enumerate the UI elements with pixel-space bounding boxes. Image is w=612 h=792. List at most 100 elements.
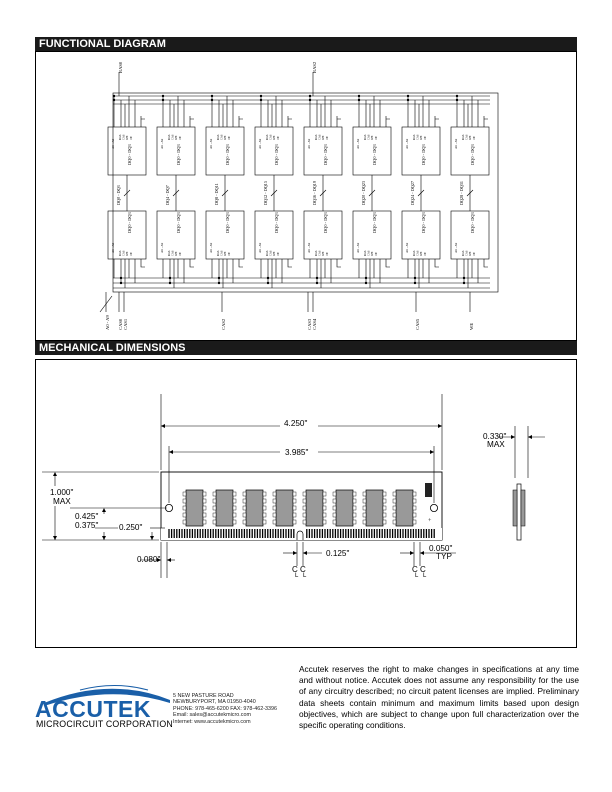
chip-lead: [292, 512, 297, 518]
chip-control-label: RAS: [168, 134, 171, 140]
chip-control-label: WE: [420, 251, 423, 256]
chip-lead: [262, 498, 267, 504]
centerline-3: C: [412, 565, 418, 574]
chip-lead: [352, 519, 357, 525]
chip-lead: [322, 519, 327, 525]
chip-dq-label: DQ0 - DQ3: [323, 143, 328, 165]
address-slash: [99, 295, 113, 313]
chip-lead: [412, 519, 417, 525]
chip-dq-label: DQ0 - DQ3: [274, 211, 279, 233]
chip-lead: [302, 491, 307, 497]
centerline-4-sub: L: [423, 573, 427, 579]
ground-symbol: [140, 259, 145, 268]
chip-lead: [212, 491, 217, 497]
address-line: 5 NEW PASTURE ROAD: [173, 693, 234, 699]
chip-control-label: WE: [224, 251, 227, 256]
ground-symbol: [238, 116, 243, 127]
centerline-2-sub: L: [303, 573, 307, 579]
chip-lead: [242, 512, 247, 518]
chip-control-label: OE: [424, 252, 427, 256]
junction-dot: [315, 276, 319, 280]
bottom-signal-label: CAS1: [123, 318, 128, 330]
data-bus-label: DQ0 - DQ3: [116, 185, 121, 205]
chip-lead: [242, 498, 247, 504]
chip-lead: [212, 519, 217, 525]
dimension-arrow: [53, 536, 57, 540]
chip-control-label: RAS: [364, 250, 367, 256]
chip-lead: [322, 505, 327, 511]
chip-lead: [242, 519, 247, 525]
chip-lead: [212, 498, 217, 504]
dimension-arrow: [420, 551, 424, 555]
dim-0250: 0.250": [119, 523, 142, 532]
disclaimer: Accutek reserves the right to make chang…: [299, 664, 579, 731]
chip-lead: [332, 519, 337, 525]
chip-lead: [202, 519, 207, 525]
chip-lead: [332, 491, 337, 497]
dim-0425: 0.425": [75, 512, 98, 521]
chip-control-label: OE: [375, 136, 378, 140]
chip-lead: [202, 512, 207, 518]
email-line: Email: sales@accutekmicro.com: [173, 712, 251, 719]
chip-lead: [362, 519, 367, 525]
chip-control-label: CAS: [417, 250, 420, 256]
chip-control-label: RAS: [413, 250, 416, 256]
dimension-arrow: [511, 435, 515, 439]
chip-lead: [302, 512, 307, 518]
junction-dot: [168, 281, 172, 285]
bus-slash: [172, 189, 180, 197]
dim-0125: 0.125": [326, 549, 349, 558]
chip-control-label: WE: [371, 135, 374, 140]
chip-lead: [202, 498, 207, 504]
small-component: [425, 483, 432, 497]
ground-symbol: [336, 116, 341, 127]
chip-dq-label: DQ0 - DQ3: [274, 143, 279, 165]
dim-0080: 0.080": [137, 555, 160, 564]
chip-control-label: CAS: [172, 134, 175, 140]
mounting-hole: [429, 503, 438, 512]
functional-diagram-box: [35, 51, 577, 341]
top-signal-label: RAS2: [312, 61, 317, 73]
chip-lead: [322, 491, 327, 497]
centerline-4: C: [420, 565, 426, 574]
polarity-mark: +: [428, 518, 432, 524]
chip-control-label: WE: [126, 251, 129, 256]
chip-control-label: OE: [130, 252, 133, 256]
chip-control-label: WE: [322, 135, 325, 140]
top-signal-label: RAS0: [118, 61, 123, 73]
chip-control-label: CAS: [221, 134, 224, 140]
chip-control-label: RAS: [217, 134, 220, 140]
junction-dot: [217, 276, 221, 280]
phone-line: PHONE: 978-465-6200 FAX: 978-462-3396: [173, 705, 277, 712]
chip-control-label: CAS: [368, 134, 371, 140]
junction-dot: [259, 98, 263, 102]
mechanical-dimensions-box: [35, 359, 577, 648]
ground-symbol: [434, 259, 439, 268]
side-view-chip: [512, 489, 518, 527]
chip-lead: [262, 505, 267, 511]
junction-dot: [119, 276, 123, 280]
junction-dot: [315, 281, 319, 285]
chip-lead: [362, 491, 367, 497]
chip-control-label: CAS: [172, 250, 175, 256]
ground-symbol: [189, 116, 194, 127]
junction-dot: [357, 98, 361, 102]
chip-address-label: A0 - A9: [209, 138, 213, 149]
chip-control-label: RAS: [168, 250, 171, 256]
chip-address-label: A0 - A9: [111, 138, 115, 149]
chip-address-label: A0 - A9: [307, 138, 311, 149]
dim-width-holes: 3.985": [285, 448, 308, 457]
chip-control-label: OE: [277, 252, 280, 256]
chip-control-label: WE: [371, 251, 374, 256]
dimension-arrow: [102, 536, 106, 540]
chip-address-label: A0 - A9: [160, 138, 164, 149]
chip-control-label: RAS: [266, 250, 269, 256]
data-bus-label: DQ16 - DQ19: [312, 181, 317, 205]
bus-slash: [270, 189, 278, 197]
chip-address-label: A0 - A9: [258, 138, 262, 149]
chip-lead: [272, 512, 277, 518]
chip-lead: [262, 519, 267, 525]
junction-dot: [266, 281, 270, 285]
